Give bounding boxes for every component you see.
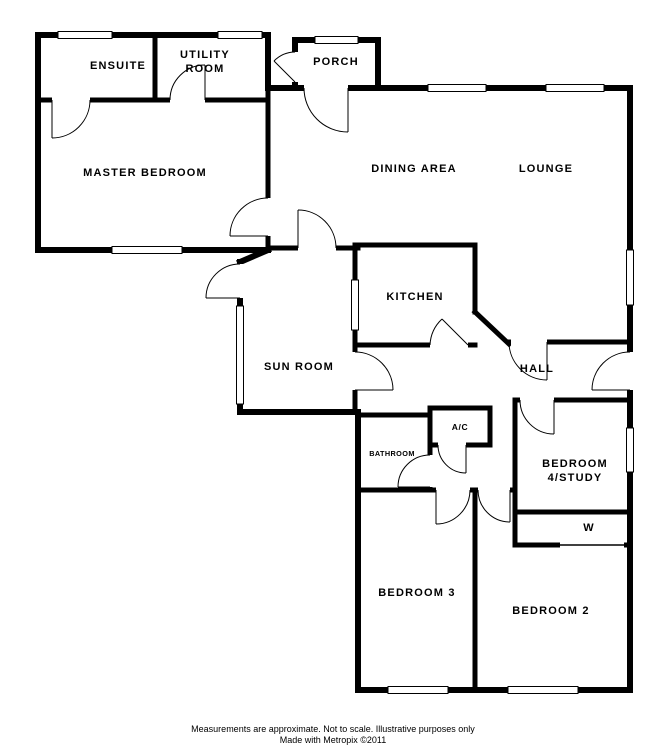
window-symbol [626,427,634,473]
door-opening [264,198,272,236]
door-opening [304,84,348,92]
door-opening [478,486,510,494]
room-label-kitchen: KITCHEN [386,291,443,303]
door-swing-symbol [508,341,548,381]
room-label-bedroom2: BEDROOM 2 [512,605,589,617]
door-swing-symbol [437,444,467,474]
footer-disclaimer: Measurements are approximate. Not to sca… [191,724,475,734]
door-swing-symbol [397,454,431,488]
room-label-bedroom4-line1: BEDROOM [542,458,608,470]
door-leaf-symbol [273,60,296,83]
door-swing-symbol [519,399,555,435]
room-label-wardrobe: W [583,522,595,534]
door-opening [291,52,299,82]
window-symbol [236,305,244,405]
window-symbol [507,686,579,694]
door-opening [520,396,554,404]
room-label-hall: HALL [520,363,554,375]
room-label-utility-line1: UTILITY [180,49,230,61]
window-symbol [387,686,449,694]
door-swing-symbol [273,51,296,62]
room-labels: ENSUITE UTILITY ROOM PORCH MASTER BEDROO… [83,49,608,617]
window-symbol [545,84,605,92]
wall-segment [471,308,513,348]
room-label-ac: A/C [452,422,468,432]
door-swing-symbol [303,87,349,133]
door-opening [438,441,466,449]
door-swing-symbol [205,263,241,299]
door-opening [351,352,359,390]
door-opening [298,244,336,252]
window-symbol [111,246,183,254]
window-symbol [314,36,359,44]
door-opening [436,486,470,494]
room-label-ensuite: ENSUITE [90,60,146,72]
door-swing-symbol [591,351,631,391]
footer-credit: Made with Metropix ©2011 [280,735,387,745]
room-label-bathroom: BATHROOM [369,449,415,458]
room-label-lounge: LOUNGE [519,163,573,175]
window-symbol [217,31,263,39]
footer: Measurements are approximate. Not to sca… [191,724,475,745]
window-symbol [351,279,359,331]
window-symbol [626,249,634,306]
door-opening [426,455,434,487]
door-swing-symbol [169,64,206,101]
door-swing-symbol [477,489,511,523]
door-opening [170,96,205,104]
room-label-master-bedroom: MASTER BEDROOM [83,167,207,179]
door-openings [52,52,634,549]
room-label-porch: PORCH [313,56,359,68]
door-swing-symbol [354,351,394,391]
door-opening [236,264,244,298]
door-swing-symbol [429,318,443,346]
door-opening [430,341,468,349]
room-label-sun-room: SUN ROOM [264,361,334,373]
window-symbol [427,84,487,92]
door-swing-symbol [297,209,337,249]
room-label-bedroom4-line2: 4/STUDY [548,472,603,484]
door-swing-symbol [435,489,471,525]
room-label-bedroom3: BEDROOM 3 [378,587,455,599]
door-swings [51,51,631,525]
door-swing-symbol [229,197,269,237]
door-opening [511,338,547,346]
wall-segment [236,246,272,266]
door-leaf-symbol [441,318,469,346]
door-opening [52,96,90,104]
door-swing-symbol [51,99,91,139]
room-label-utility-line2: ROOM [185,63,224,75]
windows [57,31,634,694]
window-symbol [57,31,113,39]
door-opening [626,352,634,390]
room-label-dining-area: DINING AREA [371,163,457,175]
